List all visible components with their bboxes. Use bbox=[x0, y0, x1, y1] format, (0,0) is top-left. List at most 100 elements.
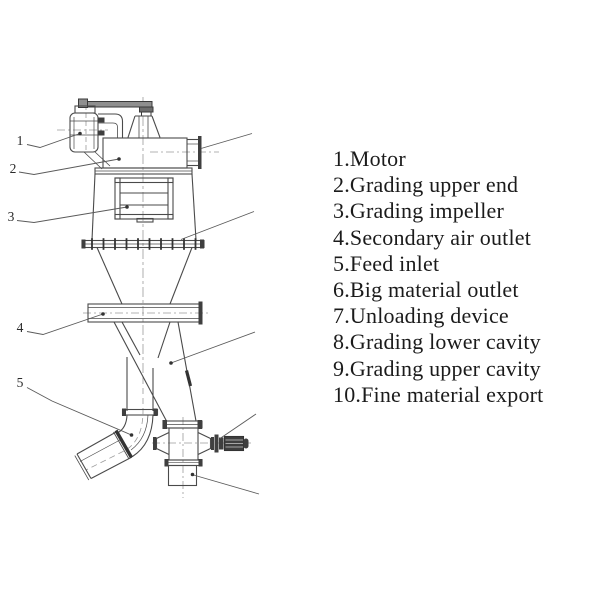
impeller-left-post bbox=[114, 177, 121, 220]
legend-item-10: 10.Fine material export bbox=[333, 381, 544, 407]
leader-line-flange bbox=[180, 211, 255, 240]
legend-item-1: 1.Motor bbox=[333, 146, 406, 171]
bracket-inner-edge bbox=[98, 122, 118, 138]
legend-item-3: 3.Grading impeller bbox=[333, 198, 504, 224]
spindle-support bbox=[127, 115, 161, 138]
chamber-left-wall bbox=[91, 173, 96, 241]
elbow-flange-cap bbox=[153, 408, 158, 416]
cone-left-edge bbox=[96, 247, 123, 305]
spindle-top-block bbox=[139, 106, 154, 113]
unloader-flange-cap bbox=[198, 459, 203, 467]
unloader-body bbox=[168, 427, 199, 461]
body-flange bbox=[94, 167, 193, 175]
elbow-inner-bend bbox=[117, 414, 128, 434]
feed-pipe-flange-band bbox=[114, 429, 133, 459]
elbow-flange-band bbox=[121, 408, 159, 416]
leader-line-unloader bbox=[219, 413, 257, 439]
leader-line-1 bbox=[26, 133, 81, 148]
upper-cone bbox=[96, 247, 193, 305]
grading-upper-end-body bbox=[102, 137, 188, 169]
elbow-wall-bend bbox=[130, 414, 149, 451]
leader-line-5 bbox=[26, 387, 132, 436]
unloader-motor-fins bbox=[225, 439, 243, 448]
top-outlet-pipe bbox=[187, 136, 202, 169]
pipe-flange bbox=[198, 136, 202, 169]
impeller-hub-notch bbox=[136, 217, 154, 223]
feed-pipe-wall-line bbox=[79, 439, 121, 462]
unloading-device bbox=[153, 420, 249, 487]
flange-end-cap bbox=[200, 239, 204, 249]
legend-item-4: 4.Secondary air outlet bbox=[333, 224, 532, 250]
callout-number-4: 4 bbox=[17, 320, 24, 335]
leader-line-3 bbox=[16, 206, 128, 223]
feed-pipe-end-face bbox=[76, 453, 92, 479]
elbow-centerline bbox=[85, 378, 144, 471]
leader-line-4 bbox=[26, 313, 104, 335]
leader-dot-3 bbox=[125, 205, 129, 209]
bracket-outer-edge bbox=[98, 113, 124, 138]
chamber-right-wall bbox=[191, 173, 197, 241]
feed-pipe-flange-line bbox=[113, 431, 130, 460]
leader-dot-5 bbox=[129, 433, 134, 437]
leader-line-outlet bbox=[193, 474, 260, 495]
shaft-coupling bbox=[211, 434, 224, 453]
leader-dot-lower-cavity bbox=[169, 361, 173, 365]
leader-dot-1 bbox=[78, 131, 82, 136]
flange-end-cap bbox=[81, 239, 86, 249]
support-right-slant bbox=[151, 115, 161, 138]
motor-terminal-bolt bbox=[97, 117, 105, 123]
duct-left-edge bbox=[113, 321, 167, 422]
unloader-motor-cap bbox=[243, 438, 249, 449]
leader-dot-2 bbox=[117, 157, 121, 161]
cone-right-continuation bbox=[157, 321, 171, 359]
callout-number-5: 5 bbox=[17, 375, 24, 390]
callout-number-2: 2 bbox=[10, 161, 17, 176]
feed-pipe-lower-edge bbox=[90, 456, 133, 479]
top-bar-left-cap bbox=[78, 98, 88, 108]
unloader-left-cap bbox=[153, 437, 157, 450]
parts-legend: 1.Motor 2.Grading upper end 3.Grading im… bbox=[333, 146, 544, 408]
spindle-neck bbox=[141, 111, 152, 117]
feed-pipe-vertical bbox=[126, 357, 154, 411]
unloader-flange-cap bbox=[164, 459, 169, 467]
flange-bolts bbox=[91, 238, 197, 250]
motor-terminal-bolt bbox=[97, 130, 105, 136]
elbow-flange bbox=[121, 408, 159, 416]
legend-item-6: 6.Big material outlet bbox=[333, 277, 519, 303]
legend-item-8: 8.Grading lower cavity bbox=[333, 329, 541, 355]
impeller-right-post bbox=[167, 177, 174, 220]
leader-line-top-pipe bbox=[200, 133, 253, 149]
elbow-outer-bend bbox=[132, 414, 154, 457]
callout-number-1: 1 bbox=[17, 133, 24, 148]
leader-lines-left bbox=[16, 131, 134, 437]
duct-weld-tick bbox=[184, 370, 193, 387]
unloader-right-cone bbox=[197, 432, 212, 455]
grading-impeller bbox=[114, 177, 174, 223]
legend-item-9: 9.Grading upper cavity bbox=[333, 355, 541, 381]
unloader-flange-cap bbox=[197, 420, 202, 429]
leader-dot-outlet bbox=[190, 472, 195, 477]
support-left-slant bbox=[127, 115, 136, 138]
cone-right-edge bbox=[169, 247, 193, 305]
unloader-flange-cap bbox=[162, 420, 167, 429]
air-pipe-flange bbox=[198, 301, 203, 325]
upper-body bbox=[102, 137, 188, 169]
secondary-air-outlet-pipe bbox=[87, 301, 203, 325]
legend-item-5: 5.Feed inlet bbox=[333, 250, 440, 276]
leader-line-lower-cavity bbox=[170, 331, 256, 364]
feed-pipe-end-rim bbox=[74, 455, 90, 481]
leader-dot-4 bbox=[101, 312, 105, 316]
lower-duct bbox=[113, 321, 197, 422]
callout-number-3: 3 bbox=[8, 209, 15, 224]
feed-pipe-upper-edge bbox=[76, 431, 118, 455]
callout-numbers: 1 2 3 4 5 bbox=[8, 133, 24, 390]
cone-left-continuation bbox=[121, 321, 141, 356]
grading-chamber bbox=[91, 173, 197, 241]
bracket-strut bbox=[83, 151, 103, 170]
bolted-flange bbox=[81, 238, 205, 250]
leader-lines-right bbox=[169, 133, 260, 495]
feed-inlet bbox=[74, 414, 154, 481]
impeller-top-bar bbox=[114, 177, 174, 184]
